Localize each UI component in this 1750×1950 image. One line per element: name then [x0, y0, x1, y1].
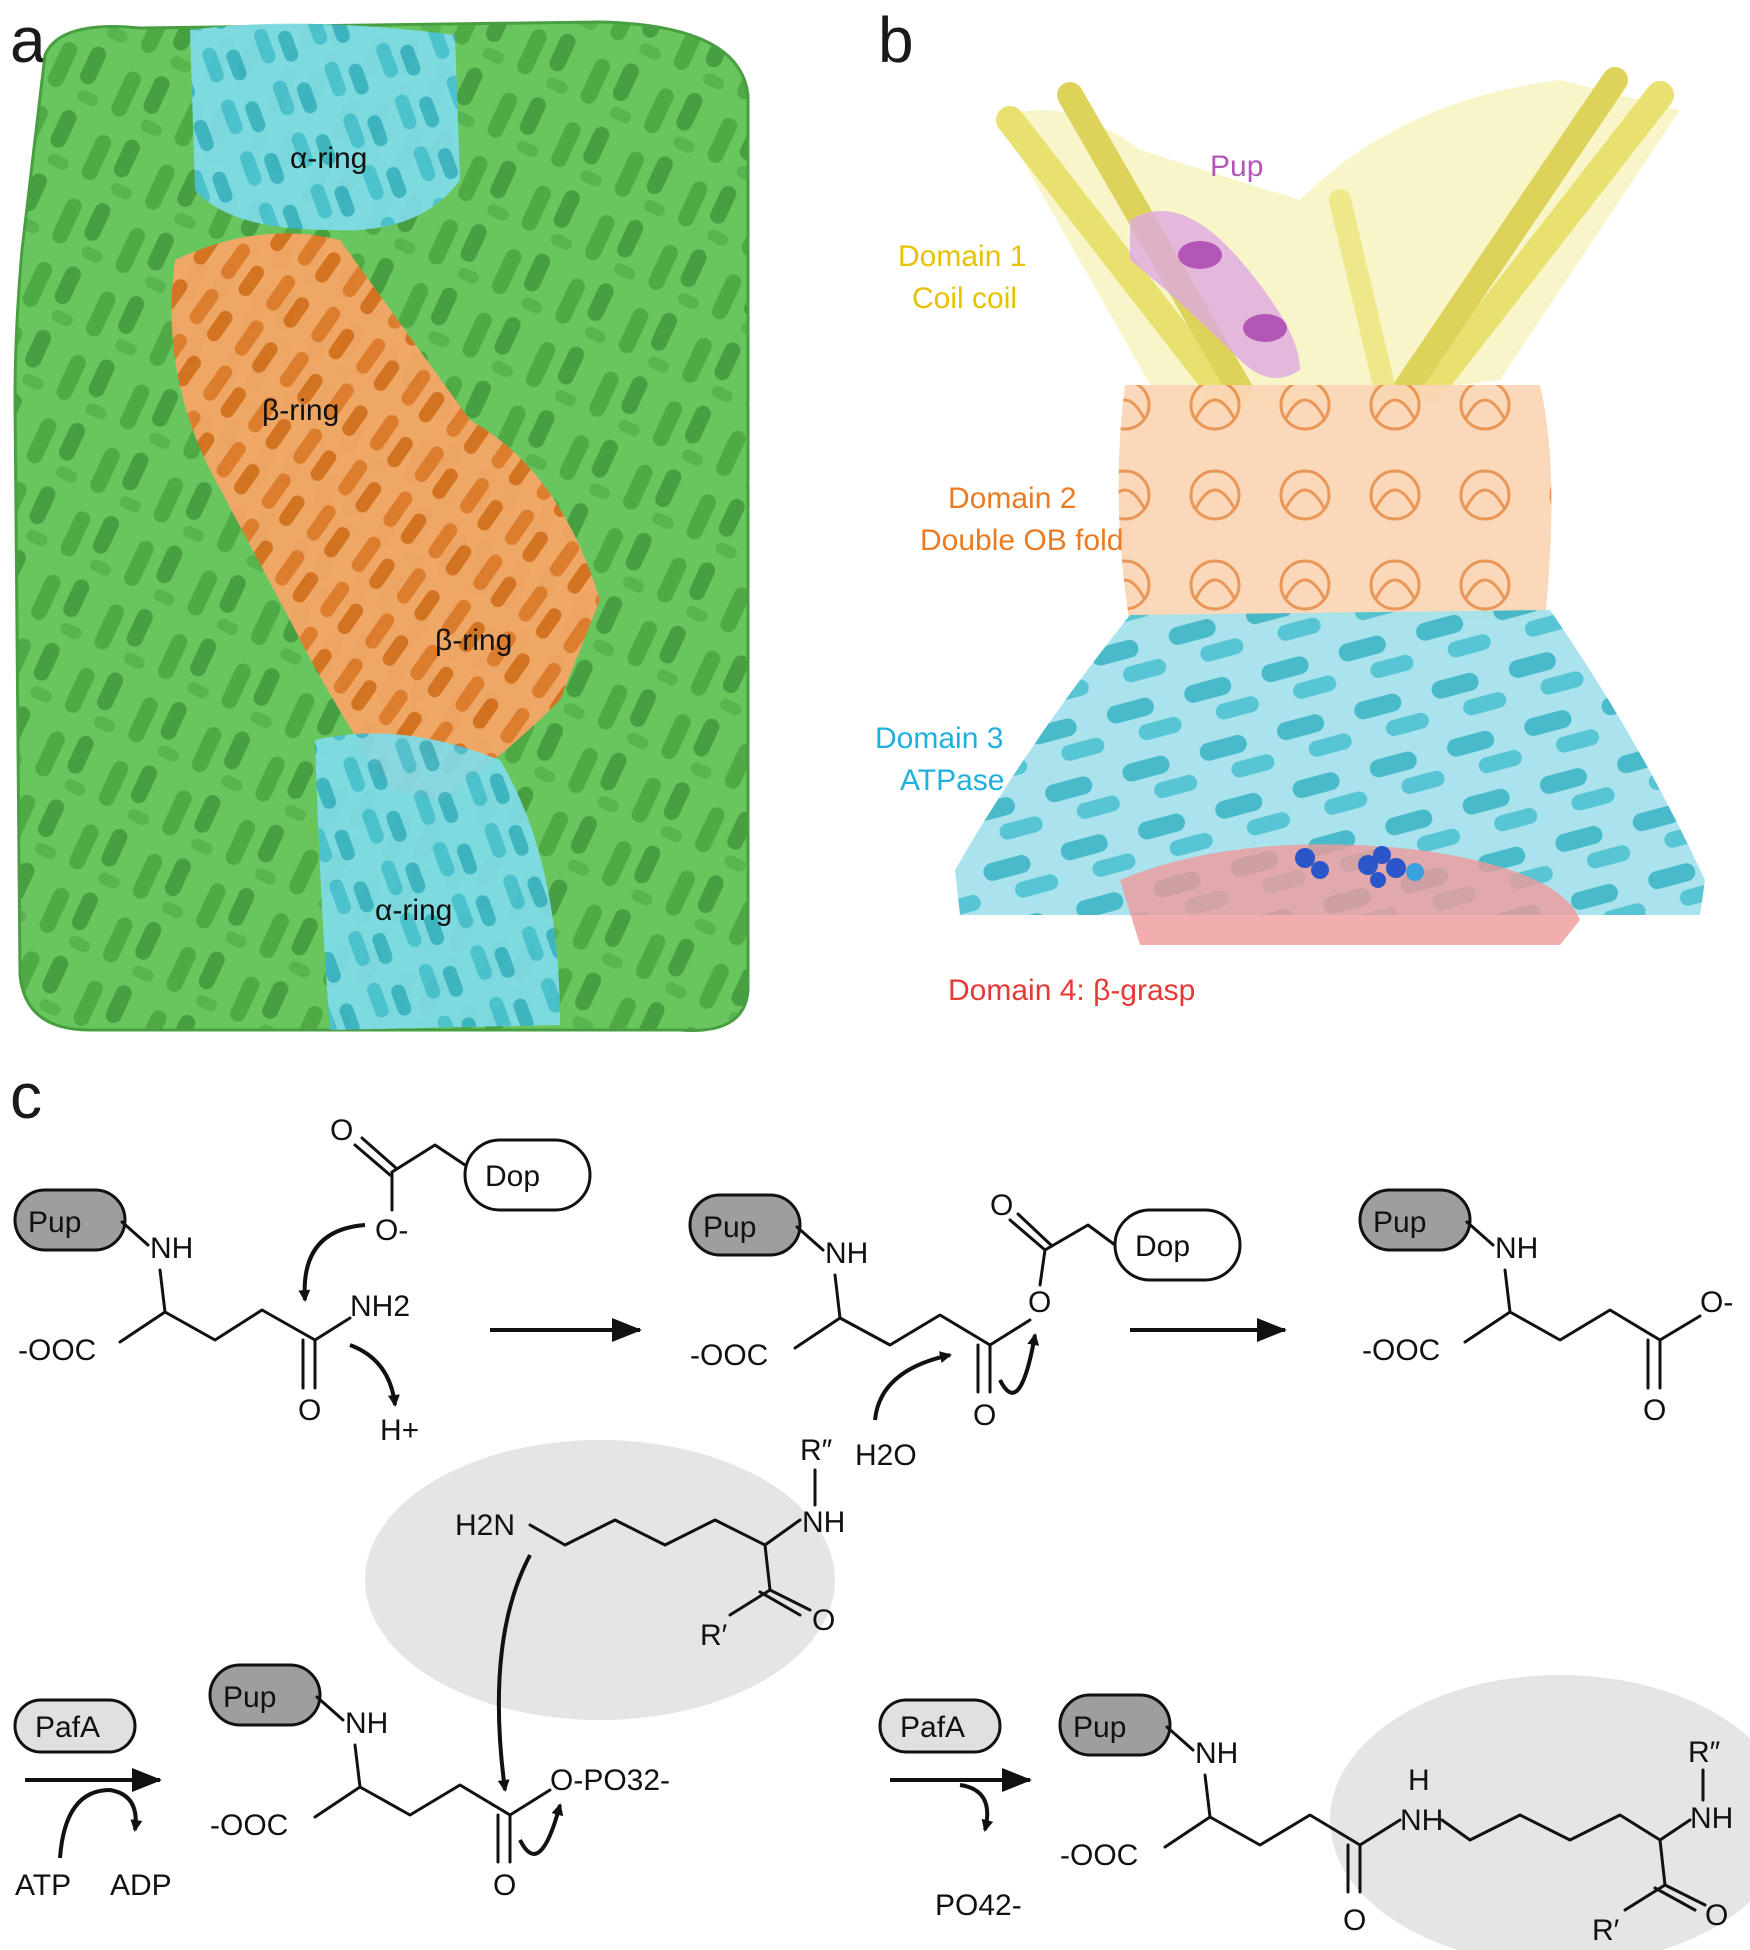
amide-n-text: NH — [1400, 1804, 1443, 1837]
pup-text-5: Pup — [1073, 1711, 1126, 1744]
h-plus-text: H+ — [380, 1414, 419, 1447]
alpha-ring-top-region — [190, 23, 460, 231]
top-structure-2: Pup NH -OOC O O O Dop H2O — [688, 1189, 1242, 1472]
bottom-structure-1: Pup NH -OOC O O-PO32- H2N NH R″ R′ O — [208, 1434, 845, 1902]
pafa-text-2: PafA — [900, 1711, 965, 1744]
ligand-spheres — [1295, 846, 1424, 888]
pup-oval — [13, 1188, 127, 1252]
pup-text: Pup — [28, 1206, 81, 1239]
domain2-label-line2: Double OB fold — [920, 524, 1123, 557]
adp-text: ADP — [110, 1869, 172, 1902]
ooc-text-3: -OOC — [1362, 1334, 1440, 1367]
o-minus-text-3: O- — [1700, 1286, 1733, 1319]
domain2-surface — [1118, 385, 1552, 625]
beta-ring-label-2: β-ring — [435, 624, 512, 657]
nh-text-5: NH — [1195, 1737, 1238, 1770]
dop-text: Dop — [485, 1160, 540, 1193]
o-carbonyl-2: O — [990, 1189, 1013, 1222]
panel-a: a α-ring β-ring β-ring α-ring — [10, 4, 750, 1032]
r-prime-text-2: R′ — [1592, 1914, 1620, 1947]
o-minus-text: O- — [375, 1214, 408, 1247]
h2o-text: H2O — [855, 1439, 917, 1472]
domain4-label: Domain 4: β-grasp — [948, 974, 1195, 1007]
panel-c: c Pup NH -OOC NH2 O H+ O O- Dop — [10, 1060, 1750, 1950]
nh-text-lys: NH — [802, 1506, 845, 1539]
bottom-structure-2: Pup NH -OOC O NH H NH R″ R′ O — [1058, 1693, 1733, 1947]
domain3-surface — [955, 610, 1705, 915]
dop-oval — [463, 1138, 592, 1212]
amide-h-text: H — [1408, 1764, 1430, 1797]
atp-text: ATP — [15, 1869, 71, 1902]
o-carbonyl-text: O — [330, 1114, 353, 1147]
pup-text-3: Pup — [1373, 1206, 1426, 1239]
panel-a-letter: a — [10, 4, 46, 76]
beta-ring-region — [171, 233, 600, 801]
pup-text-4: Pup — [223, 1681, 276, 1714]
pup-blob-2 — [1243, 314, 1287, 342]
nh-text-4: NH — [345, 1707, 388, 1740]
pup-blob-1 — [1178, 241, 1222, 269]
pafa-text-1: PafA — [35, 1711, 100, 1744]
r-prime-text: R′ — [700, 1619, 728, 1652]
ooc-text-2: -OOC — [690, 1339, 768, 1372]
beta-ring-label-1: β-ring — [262, 394, 339, 427]
domain1-label-line1: Domain 1 — [898, 240, 1026, 273]
nh-text-6: NH — [1690, 1802, 1733, 1835]
nh-text-3: NH — [1495, 1232, 1538, 1265]
domain3-label-line1: Domain 3 — [875, 722, 1003, 755]
alpha-ring-bottom-region — [315, 733, 560, 1030]
nh-text-2: NH — [825, 1237, 868, 1270]
dop-oval-2 — [1113, 1208, 1242, 1282]
top-structure-3: Pup NH -OOC O- O — [1358, 1188, 1733, 1427]
o-text-2: O — [973, 1399, 996, 1432]
pup-oval-3 — [1358, 1188, 1472, 1252]
nh-text: NH — [150, 1232, 193, 1265]
product-highlight — [1330, 1675, 1750, 1950]
domain3-label-line2: ATPase — [900, 764, 1005, 797]
ester-o-text: O — [1028, 1286, 1051, 1319]
ooc-text-5: -OOC — [1060, 1839, 1138, 1872]
alpha-ring-label-top: α-ring — [290, 142, 367, 175]
panel-b: b Pup Domain 1 Coil coil Domain 2 — [875, 4, 1705, 1007]
pup-oval-4 — [208, 1663, 322, 1727]
lysine-highlight — [365, 1440, 835, 1720]
o-text-3: O — [1643, 1394, 1666, 1427]
h2n-text: H2N — [455, 1509, 515, 1542]
ooc-text-4: -OOC — [210, 1809, 288, 1842]
pup-text-2: Pup — [703, 1211, 756, 1244]
r-double-text-2: R″ — [1688, 1736, 1721, 1769]
r-double-text: R″ — [800, 1434, 833, 1467]
o-text-lys: O — [812, 1604, 835, 1637]
dop-text-2: Dop — [1135, 1230, 1190, 1263]
ooc-text: -OOC — [18, 1334, 96, 1367]
o-text-5: O — [1343, 1904, 1366, 1937]
pup-oval-5 — [1058, 1693, 1172, 1757]
pafa-oval-2 — [878, 1698, 1002, 1754]
bottom-pafa-step-2: PafA PO42- — [878, 1698, 1032, 1922]
o-text-4: O — [493, 1869, 516, 1902]
panel-c-letter: c — [10, 1060, 42, 1132]
alpha-ring-label-bottom: α-ring — [375, 894, 452, 927]
o-text: O — [298, 1394, 321, 1427]
opo3-text: O-PO32- — [550, 1764, 670, 1797]
panel-b-letter: b — [878, 4, 914, 76]
top-structure-1: Pup NH -OOC NH2 O H+ O O- Dop — [13, 1114, 592, 1447]
domain4-surface — [1120, 844, 1580, 945]
domain2-label-line1: Domain 2 — [948, 482, 1076, 515]
bottom-pafa-step-1: PafA ATP ADP — [13, 1698, 172, 1902]
pup-label: Pup — [1210, 150, 1263, 183]
domain1-label-line2: Coil coil — [912, 282, 1017, 315]
po4-text: PO42- — [935, 1889, 1022, 1922]
pup-oval-2 — [688, 1193, 802, 1257]
nh2-text: NH2 — [350, 1290, 410, 1323]
o-text-6: O — [1705, 1899, 1728, 1932]
pafa-oval-1 — [13, 1698, 137, 1754]
